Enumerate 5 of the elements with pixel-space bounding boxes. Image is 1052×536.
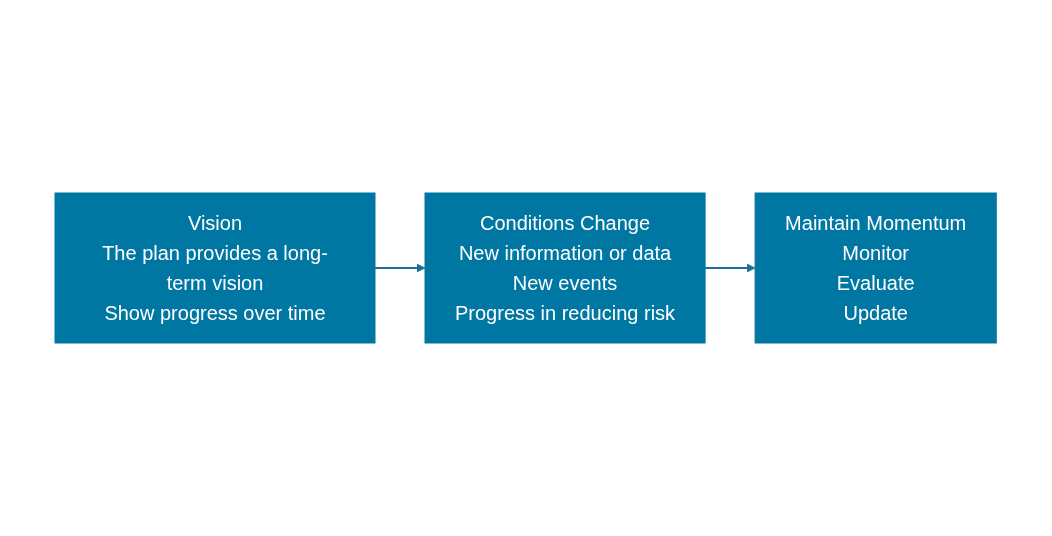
node-box: Vision The plan provides a long-term vision Show progress over time xyxy=(54,192,376,344)
node-box: Maintain Momentum Monitor Evaluate Update xyxy=(754,192,998,344)
arrow xyxy=(704,263,756,273)
arrow xyxy=(374,263,426,273)
node-box: Conditions Change New information or data New events Progress in reducing risk xyxy=(424,192,706,344)
